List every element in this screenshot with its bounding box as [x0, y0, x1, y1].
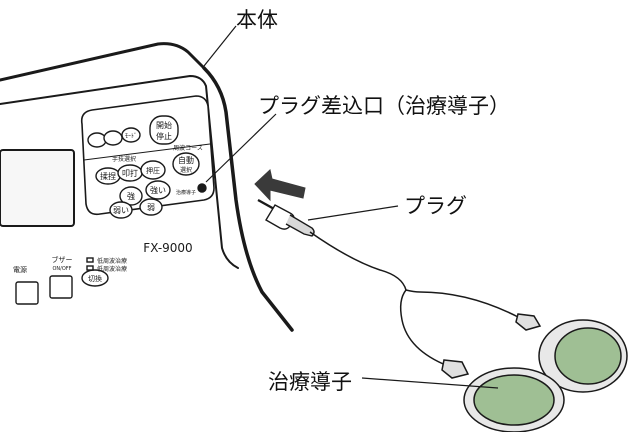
pad-right-connector: [515, 313, 542, 331]
weak-text: 弱い: [113, 206, 129, 215]
pad-left-connector: [441, 359, 470, 379]
leader-treatment-pad: [361, 377, 499, 389]
insertion-arrow: [254, 169, 306, 202]
pressing-text: 押圧: [146, 166, 160, 175]
jack-socket: [197, 183, 207, 193]
mode-small-text: ﾓｰﾄﾞ: [125, 133, 137, 140]
tapping-text: 叩打: [122, 168, 138, 178]
start-stop-line1: 開始: [156, 120, 172, 130]
display-window: [0, 149, 75, 227]
mode-indicator-1: [86, 257, 94, 263]
mode-small-button-2[interactable]: [103, 130, 123, 146]
plug-label: プラグ: [404, 194, 467, 218]
buzzer-text: ブザー: [52, 255, 73, 264]
weaker-button[interactable]: [139, 198, 163, 216]
strength-text: 強い: [150, 185, 166, 195]
power-text: 電源: [13, 265, 27, 274]
strong-up-text: 強: [127, 191, 135, 201]
med-freq-text: 低周波治療: [97, 265, 127, 273]
pressing-button[interactable]: [140, 160, 166, 180]
jack-caption-text: 治療導子: [176, 189, 196, 196]
leader-plug: [307, 205, 399, 221]
control-buttons: [15, 115, 207, 305]
device-right-edge: [202, 66, 294, 332]
device-top-outline: [0, 42, 206, 82]
treatment-pad-label: 治療導子: [268, 370, 352, 394]
device-labels: ﾓｰﾄﾞ 開始 停止 手技選択 揉捏 叩打 押圧 周波コース 自動 選択 強 強…: [13, 120, 203, 283]
pad-right-gel: [554, 327, 622, 385]
plug-jack-label: プラグ差込口（治療導子）: [258, 94, 510, 118]
weak-down-text: 弱: [147, 203, 155, 212]
buzzer-switch[interactable]: [49, 275, 73, 299]
main-unit: [0, 42, 294, 332]
strong-button[interactable]: [119, 186, 143, 206]
main-unit-label: 本体: [236, 8, 278, 32]
mode-indicator-2: [86, 265, 94, 271]
mode-small-button-1[interactable]: [87, 132, 107, 148]
freq-course-text: 周波コース: [173, 144, 203, 152]
switch-text: 切換: [88, 274, 102, 283]
model-text: FX-9000: [143, 241, 192, 255]
plug-tail: [285, 214, 315, 237]
treatment-pad-right: [515, 313, 628, 393]
cable-branch-right: [405, 289, 521, 319]
control-panel-outline: [80, 95, 215, 216]
auto-line1-text: 自動: [178, 155, 194, 165]
hand-select-text: 手技選択: [112, 155, 136, 163]
strength-button[interactable]: [145, 180, 171, 200]
start-stop-button[interactable]: [149, 115, 179, 145]
weak-button[interactable]: [109, 201, 133, 219]
pad-left-gel: [473, 374, 555, 426]
cable: [309, 231, 521, 367]
leader-plug-jack: [205, 113, 277, 183]
switch-button[interactable]: [81, 269, 109, 287]
panel-divider: [83, 143, 211, 161]
start-stop-line2: 停止: [156, 131, 172, 141]
auto-line2-text: 選択: [180, 166, 192, 174]
mode-small-button-3[interactable]: [121, 127, 141, 143]
cable-branch-left: [399, 289, 449, 367]
cable-main: [309, 231, 407, 291]
power-switch[interactable]: [15, 281, 39, 305]
low-freq-text: 低周波治療: [97, 257, 127, 265]
leader-lines: [203, 25, 499, 389]
leader-main-unit: [203, 25, 237, 67]
buzzer-sub-text: ON/OFF: [52, 266, 71, 272]
auto-select-button[interactable]: [172, 152, 200, 176]
device-face-edge: [0, 75, 239, 269]
plug: [257, 198, 315, 237]
kneading-text: 揉捏: [100, 172, 116, 181]
